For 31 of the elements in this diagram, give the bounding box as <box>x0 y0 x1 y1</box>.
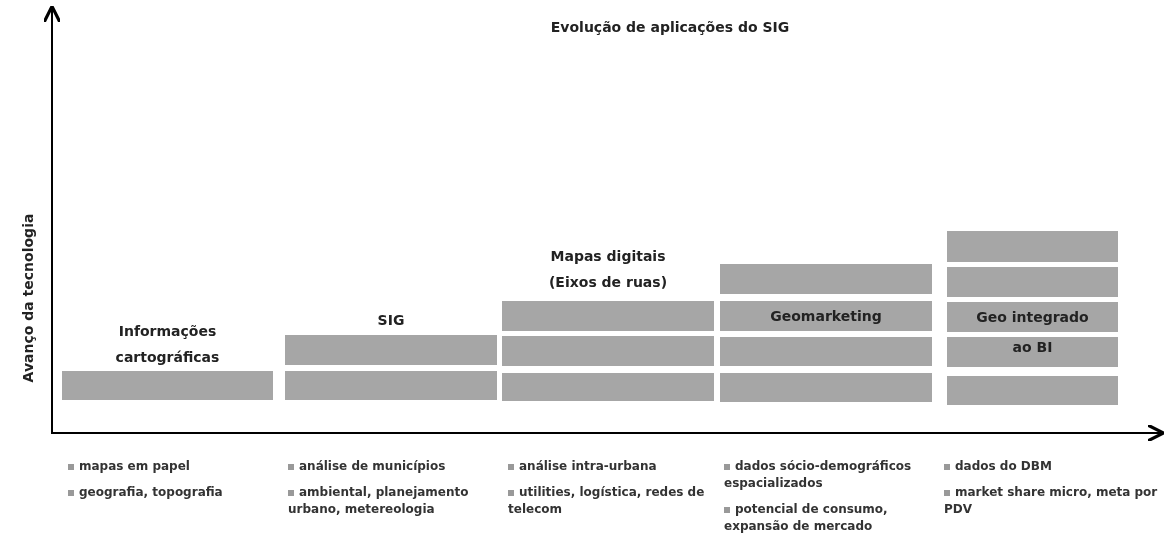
bullet-item: geografia, topografia <box>68 484 268 501</box>
bar <box>947 267 1118 297</box>
bar <box>720 264 932 294</box>
labeled-bar: Geomarketing <box>720 301 932 331</box>
column-heading: Mapas digitais (Eixos de ruas) <box>547 247 669 292</box>
bar-label: Geo integrado ao BI <box>975 308 1090 357</box>
column-heading: SIG <box>376 311 406 330</box>
bar <box>947 337 1118 367</box>
bar <box>947 376 1118 405</box>
axis-title: Avanço da tecnologia <box>19 212 37 385</box>
chart-title: Evolução de aplicações do SIG <box>549 18 791 37</box>
bar <box>502 301 714 331</box>
bullet-item: dados sócio-demográficos espacializados <box>724 458 913 492</box>
bar <box>720 337 932 366</box>
bullet-item: potencial de consumo, expansão de mercado <box>724 501 889 535</box>
bullet-item: ambiental, planejamento urbano, metereologia <box>288 484 470 518</box>
bullet-item: market share micro, meta por PDV <box>944 484 1159 518</box>
bar <box>502 336 714 366</box>
bar <box>947 231 1118 262</box>
bullet-item: análise de municípios <box>288 458 498 475</box>
bar <box>502 373 714 401</box>
column-heading: Informações cartográficas <box>114 322 221 367</box>
bullet-item: mapas em papel <box>68 458 268 475</box>
bar <box>947 302 1118 332</box>
bullet-item: dados do DBM <box>944 458 1164 475</box>
bar <box>720 373 932 402</box>
bullet-item: utilities, logística, redes de telecom <box>508 484 706 518</box>
bar <box>62 371 273 400</box>
bar <box>285 335 497 365</box>
bullet-item: análise intra-urbana <box>508 458 713 475</box>
bar <box>285 371 497 400</box>
